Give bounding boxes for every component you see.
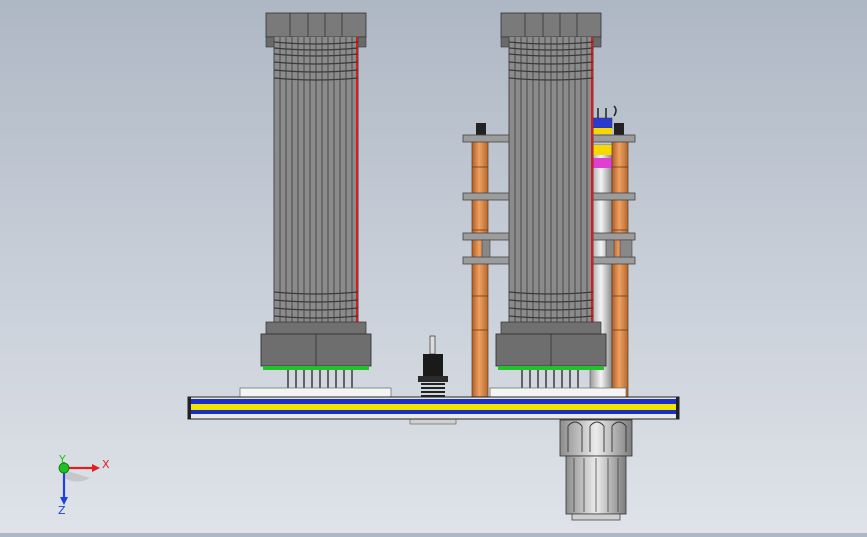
ribbon-fold <box>273 291 359 295</box>
top-connector <box>500 12 602 38</box>
z-axis-label: Z <box>58 504 66 517</box>
spring-jack-component <box>409 335 457 425</box>
ribbon-cable-left <box>239 12 392 399</box>
ribbon-fold <box>508 69 594 73</box>
ribbon-fold <box>508 77 594 81</box>
ribbon-cable-right <box>489 12 627 399</box>
ribbon-fold <box>508 299 594 303</box>
ribbon-fold <box>273 77 359 81</box>
pcb-board <box>187 396 680 420</box>
bottom-connector <box>500 321 602 335</box>
ribbon-fold <box>508 47 594 51</box>
orientation-triad: X Y Z <box>58 453 110 517</box>
x-axis-label: X <box>102 458 110 471</box>
y-axis-label: Y <box>58 453 66 466</box>
ribbon-fold <box>273 69 359 73</box>
ribbon-fold <box>508 61 594 65</box>
ribbon-fold <box>273 41 359 45</box>
colored-component <box>591 117 613 129</box>
ribbon-fold <box>508 41 594 45</box>
ribbon-fold <box>273 53 359 57</box>
green-header-strip <box>263 366 369 370</box>
ribbon-fold <box>273 61 359 65</box>
ribbon-fold <box>273 299 359 303</box>
ribbon-fold <box>508 53 594 57</box>
ribbon-fold <box>508 315 594 319</box>
ribbon-fold <box>508 307 594 311</box>
bottom-connector <box>265 321 367 335</box>
standoff-right <box>611 139 629 399</box>
ribbon-fold <box>273 315 359 319</box>
rotary-knob <box>559 419 633 521</box>
standoff-left <box>471 139 489 399</box>
green-header-strip <box>498 366 604 370</box>
ribbon-fold <box>273 307 359 311</box>
ribbon-fold <box>508 291 594 295</box>
top-connector <box>265 12 367 38</box>
ribbon-fold <box>273 47 359 51</box>
triad-origin <box>58 462 70 474</box>
